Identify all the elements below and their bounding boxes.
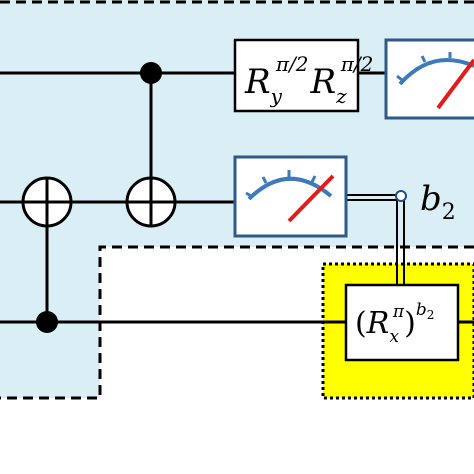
- rotation-gate-box: [233, 38, 360, 113]
- measurement-meter-2: [233, 155, 348, 238]
- classical-control-node: [395, 190, 407, 202]
- cnot-1-target: [21, 176, 73, 228]
- cnot-1-control-dot: [36, 311, 58, 333]
- cnot-2-target: [125, 176, 177, 228]
- controlled-rotation-gate-box: [344, 283, 460, 362]
- rotation-gate-label: Ryπ/2Rzπ/2: [244, 52, 373, 108]
- cnot-2-control-dot: [140, 62, 162, 84]
- classical-bit-label: b2: [420, 179, 456, 225]
- controlled-rotation-gate-label: (Rxπ)b2: [355, 300, 434, 347]
- measurement-meter-1: [384, 38, 474, 120]
